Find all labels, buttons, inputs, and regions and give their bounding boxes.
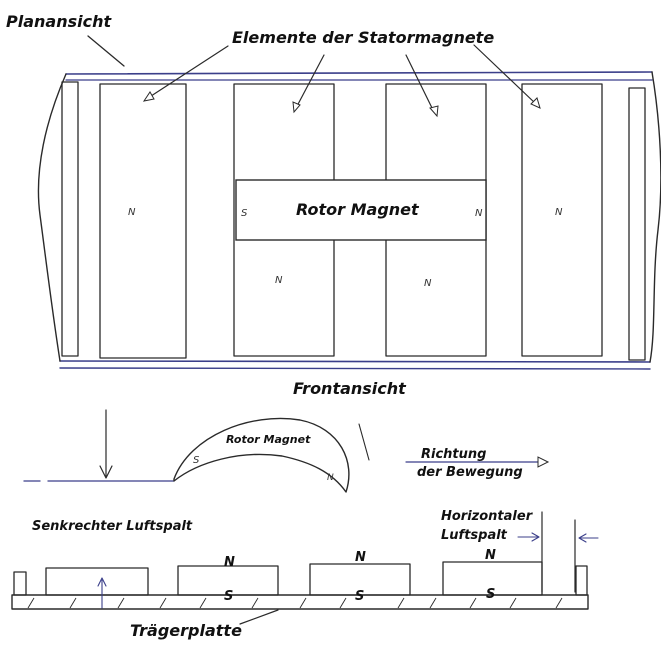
block-pole-s-2: S [355, 589, 364, 604]
pole-label-stator-4: N [555, 207, 563, 218]
direction-label-1: Richtung [421, 447, 486, 462]
plan-left-end-strip [61, 81, 79, 357]
arc-pole-s: S [193, 455, 200, 466]
plan-view: N S N N N N Rotor Magnet [37, 71, 661, 370]
pole-label-stator-2: N [275, 275, 283, 286]
plan-bottom-rail-outer [59, 367, 651, 370]
stator-block-4 [442, 561, 543, 596]
arrowhead-4 [530, 97, 541, 109]
front-view-title: Frontansicht [293, 379, 407, 398]
arrowhead-1 [142, 91, 155, 102]
stator-element-4 [521, 83, 603, 357]
pole-label-rotor-left: S [241, 208, 248, 219]
right-end-post [575, 565, 588, 596]
direction-label-2: der Bewegung [417, 465, 523, 480]
plan-left-break [37, 73, 67, 362]
arc-pole-n: N [327, 473, 334, 483]
pole-label-stator-3: N [424, 278, 432, 289]
horizontal-gap-label-1: Horizontaler [441, 509, 534, 524]
gap-arrow-left [517, 532, 540, 542]
plan-view-leader [87, 35, 125, 67]
carrier-plate [11, 594, 589, 610]
up-arrow [97, 577, 107, 609]
downward-arrow [99, 409, 113, 479]
arrowhead-3 [429, 105, 439, 118]
horizontal-gap-label-2: Luftspalt [441, 528, 508, 543]
stator-block-1 [45, 567, 149, 596]
pole-label-rotor-right: N [475, 208, 483, 219]
arrowhead-2 [292, 101, 301, 114]
block-pole-s-1: S [224, 589, 233, 604]
block-pole-s-3: S [486, 587, 495, 602]
block-pole-n-3: N [485, 548, 496, 563]
vertical-gap-label: Senkrechter Luftspalt [32, 519, 193, 534]
gap-arrow-right [578, 533, 599, 543]
stator-block-3 [309, 563, 411, 596]
front-tick-mark [358, 423, 370, 461]
stator-element-1 [99, 83, 187, 359]
carrier-plate-leader [239, 609, 279, 625]
plan-bottom-rail [59, 360, 651, 363]
pole-label-stator-1: N [128, 207, 136, 218]
rotor-magnet-front-label: Rotor Magnet [226, 433, 311, 446]
stator-elements-title: Elemente der Statormagnete [232, 28, 494, 47]
plan-right-end-strip [628, 87, 646, 361]
carrier-plate-label: Trägerplatte [130, 621, 242, 640]
carrier-plate-hatching [27, 597, 563, 609]
plan-view-title: Planansicht [6, 12, 112, 31]
block-pole-n-1: N [224, 555, 235, 570]
rotor-magnet-arc [173, 417, 350, 493]
direction-arrow [405, 456, 550, 468]
block-pole-n-2: N [355, 550, 366, 565]
stator-block-2 [177, 565, 279, 596]
rotor-magnet-label: Rotor Magnet [296, 200, 420, 219]
left-end-post [13, 571, 27, 596]
plan-top-rail [65, 71, 653, 75]
stator-pointer-arrows [142, 44, 541, 118]
rotor-magnet-bar [235, 179, 487, 241]
plan-right-break [649, 71, 661, 363]
